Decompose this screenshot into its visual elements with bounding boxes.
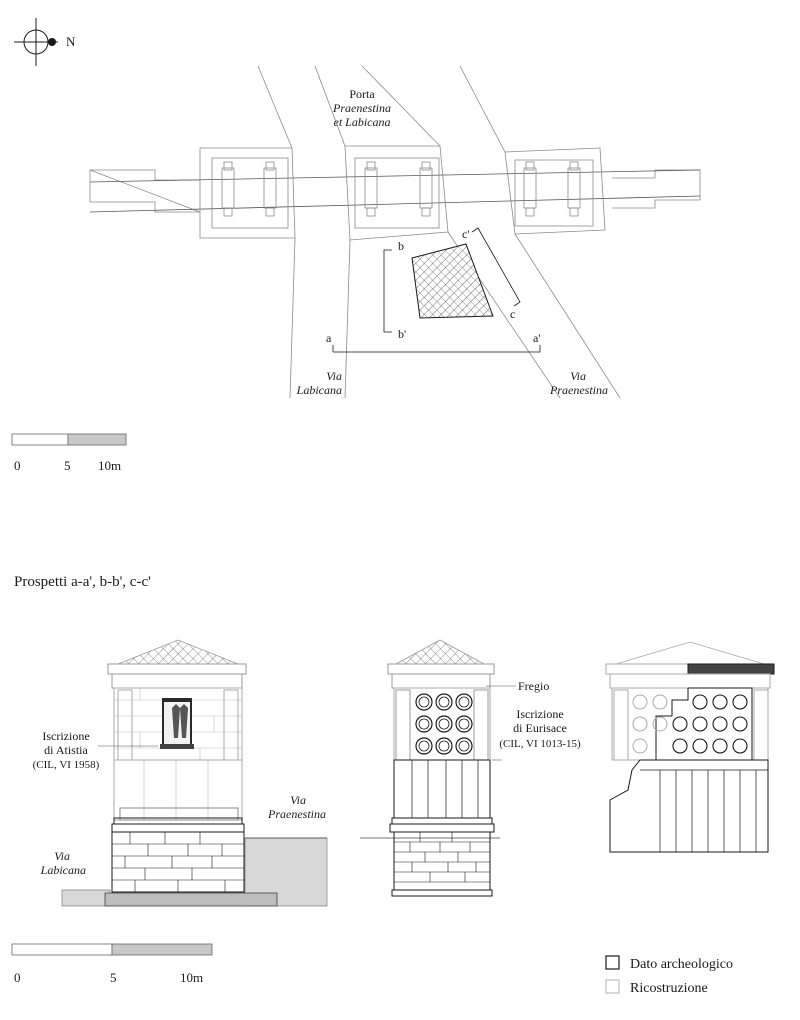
porta-label-line2: Praenestina (332, 101, 391, 115)
section-label-b-prime: b' (398, 327, 406, 341)
elevation-scale-tick-0: 0 (14, 970, 21, 985)
elevation-c-c (605, 641, 775, 853)
elevation-b-b (360, 639, 516, 897)
eurisace-label-line2: di Eurisace (513, 721, 567, 735)
legend-swatch-reconstruction (605, 979, 620, 994)
plan-via-praenestina-line2: Praenestina (549, 383, 608, 397)
plan-via-labicana-line2: Labicana (296, 383, 342, 397)
plan-scale-bar (11, 433, 127, 446)
plan-scale-tick-0: 0 (14, 458, 21, 473)
plan-via-praenestina-line1: Via (570, 369, 586, 383)
elevations-title: Prospetti a-a', b-b', c-c' (14, 574, 151, 590)
elevation-via-labicana-line1: Via (54, 849, 70, 863)
elevation-scale-bar (11, 943, 213, 956)
section-label-c: c (510, 307, 515, 321)
atistia-label-line1: Iscrizione (42, 729, 89, 743)
eurisace-label-line1: Iscrizione (516, 707, 563, 721)
elevation-scale-tick-5: 5 (110, 970, 117, 985)
elevation-scale-tick-10: 10m (180, 970, 203, 985)
legend-label-reconstruction: Ricostruzione (630, 981, 708, 996)
atistia-label-line2: di Atistia (44, 743, 88, 757)
plan-scale-tick-5: 5 (64, 458, 71, 473)
elevation-via-labicana-line2: Labicana (40, 863, 86, 877)
section-label-c-prime: c' (462, 227, 470, 241)
plan-via-labicana-line1: Via (326, 369, 342, 383)
porta-label-line1: Porta (349, 87, 375, 101)
atistia-label-line3: (CIL, VI 1958) (33, 759, 100, 771)
fregio-label: Fregio (518, 679, 549, 693)
plan-drawing (89, 65, 701, 399)
legend-swatch-archaeological (605, 955, 620, 970)
porta-label-line3: et Labicana (334, 115, 391, 129)
section-label-a: a (326, 331, 332, 345)
compass-north-label: N (66, 34, 76, 49)
elevation-via-praenestina-line1: Via (290, 793, 306, 807)
plan-scale-tick-10: 10m (98, 458, 121, 473)
eurisace-label-line3: (CIL, VI 1013-15) (499, 738, 581, 750)
compass-north-icon (14, 18, 58, 66)
legend: Dato archeologico Ricostruzione (605, 955, 733, 996)
elevation-via-praenestina-line2: Praenestina (267, 807, 326, 821)
section-label-b: b (398, 239, 404, 253)
elevation-a-a (61, 639, 328, 907)
legend-label-archaeological: Dato archeologico (630, 957, 733, 972)
section-label-a-prime: a' (533, 331, 541, 345)
